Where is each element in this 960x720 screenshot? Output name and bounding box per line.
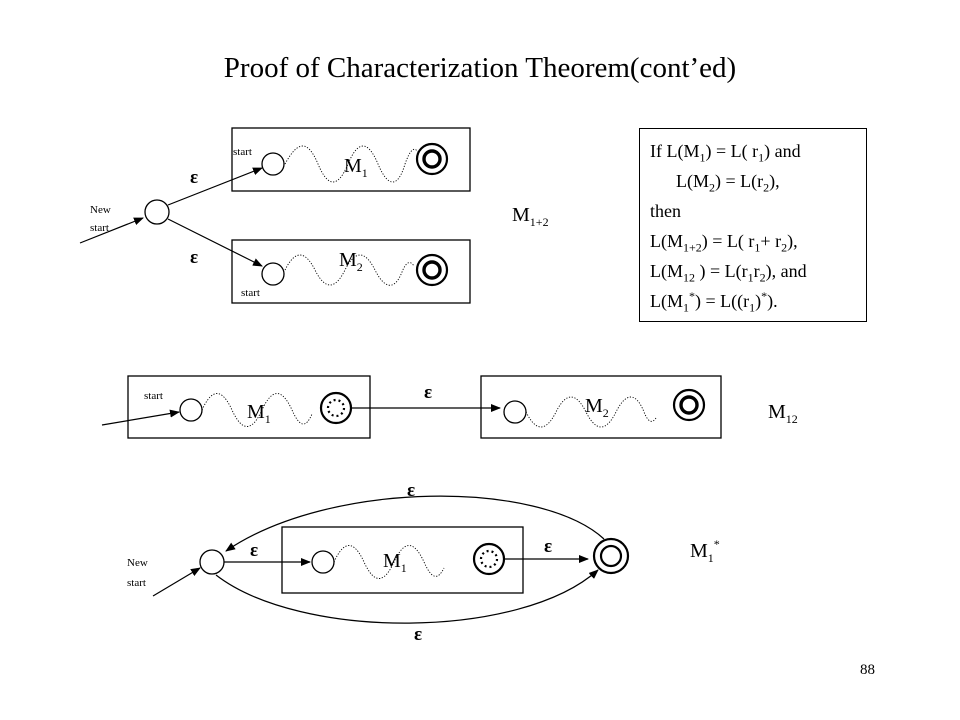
- m1-accept-state: [415, 142, 449, 176]
- epsilon-loop-back: [225, 495, 605, 552]
- start-arrow: [101, 409, 180, 426]
- m1-final-state: [319, 391, 353, 425]
- star-construction: New start ε M1 ε ε ε M1*: [127, 480, 720, 645]
- start-label: start: [127, 577, 146, 589]
- m1-final-state-inner: [326, 398, 346, 418]
- epsilon-label: ε: [414, 624, 422, 645]
- m1-final-state: [472, 542, 506, 576]
- note-line: L(M1*) = L((r1)*).: [650, 289, 778, 315]
- page-title: Proof of Characterization Theorem(cont’e…: [223, 52, 737, 84]
- new-start-state: [199, 549, 225, 575]
- epsilon-label: ε: [544, 536, 552, 557]
- epsilon-label: ε: [250, 540, 258, 561]
- m2-accept-state-inner: [422, 260, 442, 280]
- m1-machine-box: [127, 375, 371, 439]
- note-line: L(M1+2) = L( r1+ r2),: [650, 231, 798, 255]
- theorem-note: If L(M1) = L( r1) and L(M2) = L(r2), the…: [639, 128, 867, 322]
- computation-path: [201, 393, 313, 427]
- epsilon-label: ε: [190, 247, 198, 268]
- epsilon-label: ε: [424, 382, 432, 403]
- m1-machine-box: [281, 526, 524, 594]
- new-start-state: [144, 199, 170, 225]
- computation-path: [525, 396, 657, 428]
- new-accept-state: [592, 537, 630, 575]
- concatenation-construction: start M1 ε M2 M12: [101, 375, 798, 439]
- m1-final-state-inner: [479, 549, 499, 569]
- m2-start-state: [261, 262, 285, 286]
- epsilon-skip: [215, 569, 599, 624]
- m1-machine-box: [231, 127, 471, 192]
- m1-accept-state-inner: [422, 149, 442, 169]
- epsilon-transition: [167, 167, 263, 206]
- note-line: If L(M1) = L( r1) and: [650, 141, 801, 165]
- computation-path: [284, 145, 419, 183]
- m-star-label: M1*: [690, 537, 720, 565]
- m2-accept-state: [672, 388, 706, 422]
- note-line: then: [650, 201, 681, 221]
- page-number: 88: [860, 662, 875, 678]
- computation-path: [333, 545, 445, 579]
- m1-label: M1: [344, 155, 368, 180]
- start-label: start: [90, 222, 109, 234]
- note-line: L(M12 ) = L(r1r2), and: [650, 261, 807, 285]
- m-concat-label: M12: [768, 401, 798, 426]
- epsilon-label: ε: [190, 167, 198, 188]
- m2-label: M2: [585, 395, 609, 420]
- union-construction: New start ε ε start M1 start M2 M1+2: [79, 127, 549, 304]
- m2-machine-box: [480, 375, 722, 439]
- new-label: New: [127, 557, 148, 569]
- m2-machine-box: [231, 239, 471, 304]
- m2-start-state: [503, 400, 527, 424]
- new-label: New: [90, 204, 111, 216]
- new-accept-state-inner: [599, 544, 623, 568]
- epsilon-label: ε: [407, 480, 415, 501]
- computation-path: [284, 254, 415, 286]
- m1-label: M1: [383, 550, 407, 575]
- start-label: start: [241, 287, 260, 299]
- epsilon-transition: [167, 218, 263, 267]
- new-start-arrow: [79, 217, 144, 244]
- note-line: L(M2) = L(r2),: [676, 171, 780, 195]
- start-label: start: [144, 390, 163, 402]
- m2-label: M2: [339, 249, 363, 274]
- m-union-label: M1+2: [512, 204, 549, 229]
- new-start-arrow: [152, 567, 201, 597]
- m1-start-state: [311, 550, 335, 574]
- start-label: start: [233, 146, 252, 158]
- m2-accept-state-inner: [679, 395, 699, 415]
- m1-label: M1: [247, 401, 271, 426]
- m1-start-state: [261, 152, 285, 176]
- m2-accept-state: [415, 253, 449, 287]
- m1-start-state: [179, 398, 203, 422]
